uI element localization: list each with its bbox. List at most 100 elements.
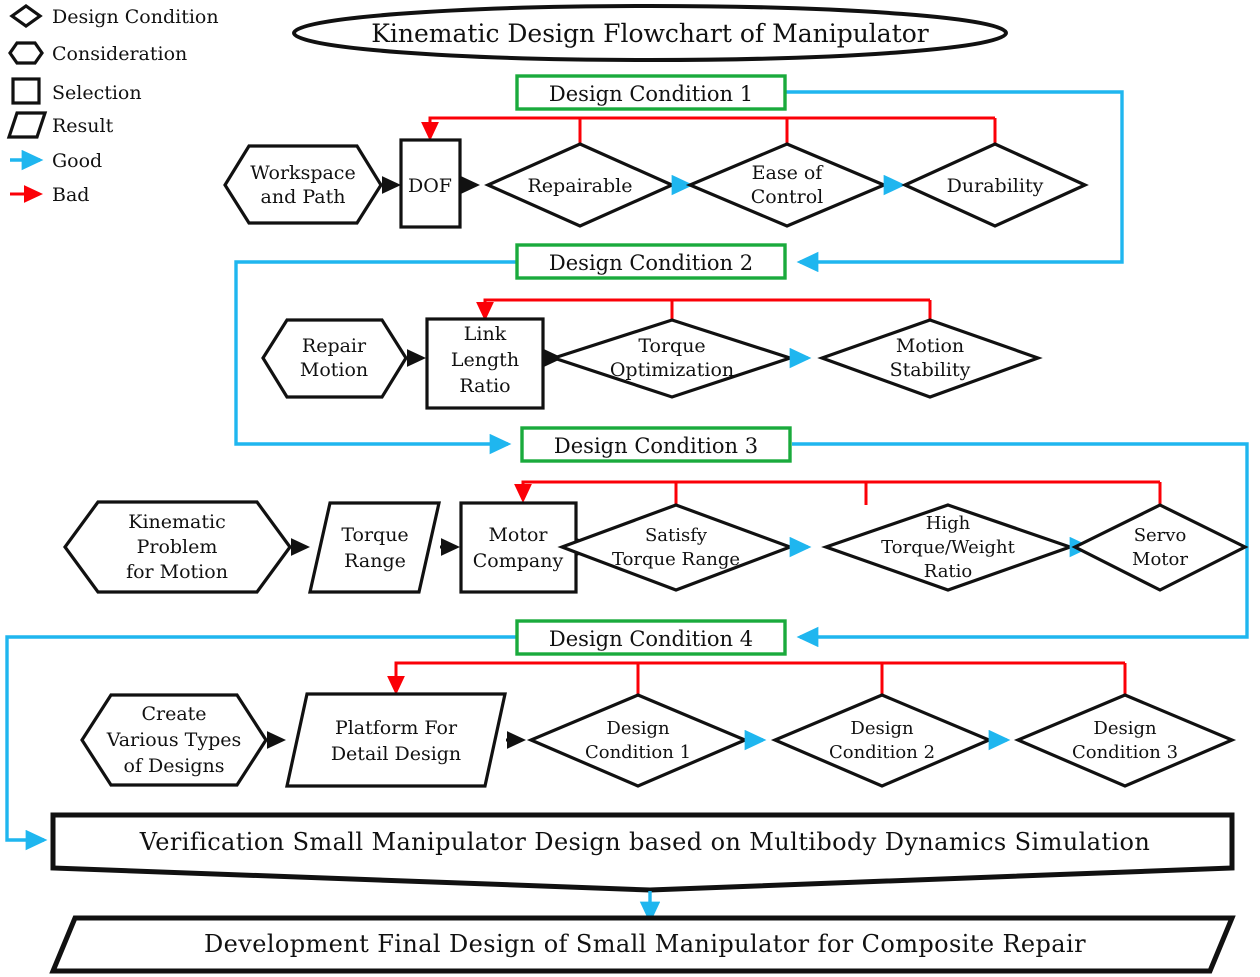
bad-bus-row3 bbox=[521, 480, 1160, 492]
design-condition-4-box[interactable]: Design Condition 4 bbox=[515, 619, 787, 656]
condition-diamond-row4-dc3 bbox=[1013, 693, 1237, 788]
node-label: and Path bbox=[261, 186, 346, 208]
design-condition-1-box[interactable]: Design Condition 1 bbox=[515, 74, 787, 111]
legend-label: Good bbox=[52, 150, 102, 172]
development-band: Development Final Design of Small Manipu… bbox=[49, 915, 1236, 974]
node-label: Platform For bbox=[335, 717, 458, 739]
condition-box[interactable] bbox=[515, 74, 787, 111]
hexagon-icon bbox=[8, 41, 44, 65]
node-label: Condition 1 bbox=[585, 742, 691, 763]
row-4: Create Various Types of Designs Platform… bbox=[80, 692, 1237, 788]
condition-box[interactable] bbox=[520, 426, 792, 463]
legend-item-bad: Bad bbox=[10, 184, 89, 206]
node-label: High bbox=[926, 513, 971, 534]
legend-label: Bad bbox=[52, 184, 89, 206]
good-path-cond3-to-cond4 bbox=[792, 442, 1249, 648]
condition-diamond-durability bbox=[901, 142, 1089, 228]
legend-item-result: Result bbox=[6, 111, 114, 139]
node-label: Condition 2 bbox=[829, 742, 935, 763]
parallelogram-icon bbox=[6, 111, 48, 139]
condition-diamond-repairable bbox=[484, 142, 676, 228]
node-label: Various Types bbox=[106, 729, 242, 751]
condition-label: Design Condition 3 bbox=[554, 434, 758, 458]
condition-diamond-high-torque-weight-ratio bbox=[821, 503, 1075, 592]
node-label: Durability bbox=[947, 175, 1044, 197]
node-label: Ratio bbox=[924, 561, 973, 582]
node-label: Repair bbox=[302, 335, 367, 357]
node-label: DOF bbox=[408, 175, 452, 197]
condition-box[interactable] bbox=[515, 243, 787, 280]
row-1: Workspace and Path DOF Repairable Ease o… bbox=[223, 138, 1089, 229]
consideration-kinematic-problem bbox=[63, 500, 292, 594]
condition-box[interactable] bbox=[515, 619, 787, 656]
verification-shape bbox=[50, 812, 1235, 893]
condition-diamond-row4-dc1 bbox=[526, 693, 750, 788]
node-label: Create bbox=[141, 703, 206, 725]
verification-band: Verification Small Manipulator Design ba… bbox=[50, 812, 1235, 893]
row-2: Repair Motion Link Length Ratio Torque O… bbox=[261, 317, 1043, 410]
node-label: Company bbox=[473, 550, 564, 572]
node-label: Stability bbox=[890, 359, 971, 381]
node-label: Length bbox=[451, 349, 519, 371]
condition-diamond-servo-motor bbox=[1071, 503, 1249, 592]
bad-bus-row2 bbox=[483, 298, 930, 312]
legend-item-selection: Selection bbox=[11, 77, 142, 105]
verification-label: Verification Small Manipulator Design ba… bbox=[139, 828, 1150, 856]
condition-diamond-ease-of-control bbox=[685, 142, 889, 228]
legend: Design Condition Consideration Selection… bbox=[6, 4, 219, 206]
node-label: Detail Design bbox=[331, 743, 461, 765]
condition-diamond-torque-optimization bbox=[548, 318, 796, 399]
node-label: Motion bbox=[896, 335, 964, 357]
node-label: Optimization bbox=[610, 359, 734, 381]
node-label: Torque Range bbox=[612, 549, 740, 570]
node-label: Design bbox=[850, 718, 914, 739]
good-path-cond2-to-cond3 bbox=[234, 260, 516, 455]
condition-label: Design Condition 4 bbox=[549, 627, 753, 651]
node-label: Motion bbox=[300, 359, 368, 381]
node-label: Kinematic bbox=[128, 511, 225, 533]
legend-label: Result bbox=[52, 115, 114, 137]
node-label: Torque/Weight bbox=[881, 537, 1015, 558]
development-shape bbox=[49, 915, 1236, 974]
bad-bus-row4 bbox=[394, 661, 1125, 673]
node-label: Range bbox=[344, 550, 406, 572]
node-label: Ease of bbox=[752, 162, 825, 184]
node-label: Torque bbox=[341, 524, 408, 546]
node-label: of Designs bbox=[124, 755, 225, 777]
node-label: Motor bbox=[1132, 549, 1188, 570]
node-label: Ratio bbox=[459, 375, 510, 397]
node-label: Condition 3 bbox=[1072, 742, 1178, 763]
node-label: Design bbox=[606, 718, 670, 739]
legend-item-design-condition: Design Condition bbox=[9, 4, 219, 28]
condition-label: Design Condition 2 bbox=[549, 251, 753, 275]
diamond-icon bbox=[9, 4, 43, 28]
good-path-cond4-to-verification bbox=[5, 635, 516, 851]
legend-item-good: Good bbox=[10, 149, 102, 172]
result-platform-for-detail-design bbox=[285, 692, 507, 788]
legend-label: Design Condition bbox=[52, 6, 219, 28]
development-label: Development Final Design of Small Manipu… bbox=[204, 930, 1086, 958]
rectangle-icon bbox=[11, 77, 41, 105]
consideration-workspace-and-path bbox=[223, 144, 383, 225]
design-condition-3-box[interactable]: Design Condition 3 bbox=[520, 426, 792, 463]
node-label: Servo bbox=[1134, 525, 1187, 546]
good-path-cond1-to-cond2 bbox=[786, 90, 1124, 273]
node-label: Control bbox=[751, 186, 823, 208]
node-label: Link bbox=[464, 323, 507, 345]
condition-diamond-satisfy-torque-range bbox=[557, 503, 795, 592]
bad-bus-row1 bbox=[428, 116, 995, 130]
chart-title: Kinematic Design Flowchart of Manipulato… bbox=[292, 4, 1008, 62]
title-ellipse bbox=[292, 4, 1008, 62]
node-label: Torque bbox=[638, 335, 705, 357]
legend-label: Selection bbox=[52, 82, 142, 104]
selection-motor-company bbox=[459, 501, 578, 594]
row-3: Kinematic Problem for Motion Torque Rang… bbox=[63, 500, 1249, 594]
legend-item-consideration: Consideration bbox=[8, 41, 187, 65]
design-condition-2-box[interactable]: Design Condition 2 bbox=[515, 243, 787, 280]
node-label: for Motion bbox=[126, 561, 228, 583]
result-torque-range bbox=[308, 501, 441, 594]
condition-diamond-row4-dc2 bbox=[770, 693, 994, 788]
page-title: Kinematic Design Flowchart of Manipulato… bbox=[371, 19, 929, 48]
condition-diamond-motion-stability bbox=[817, 318, 1043, 399]
